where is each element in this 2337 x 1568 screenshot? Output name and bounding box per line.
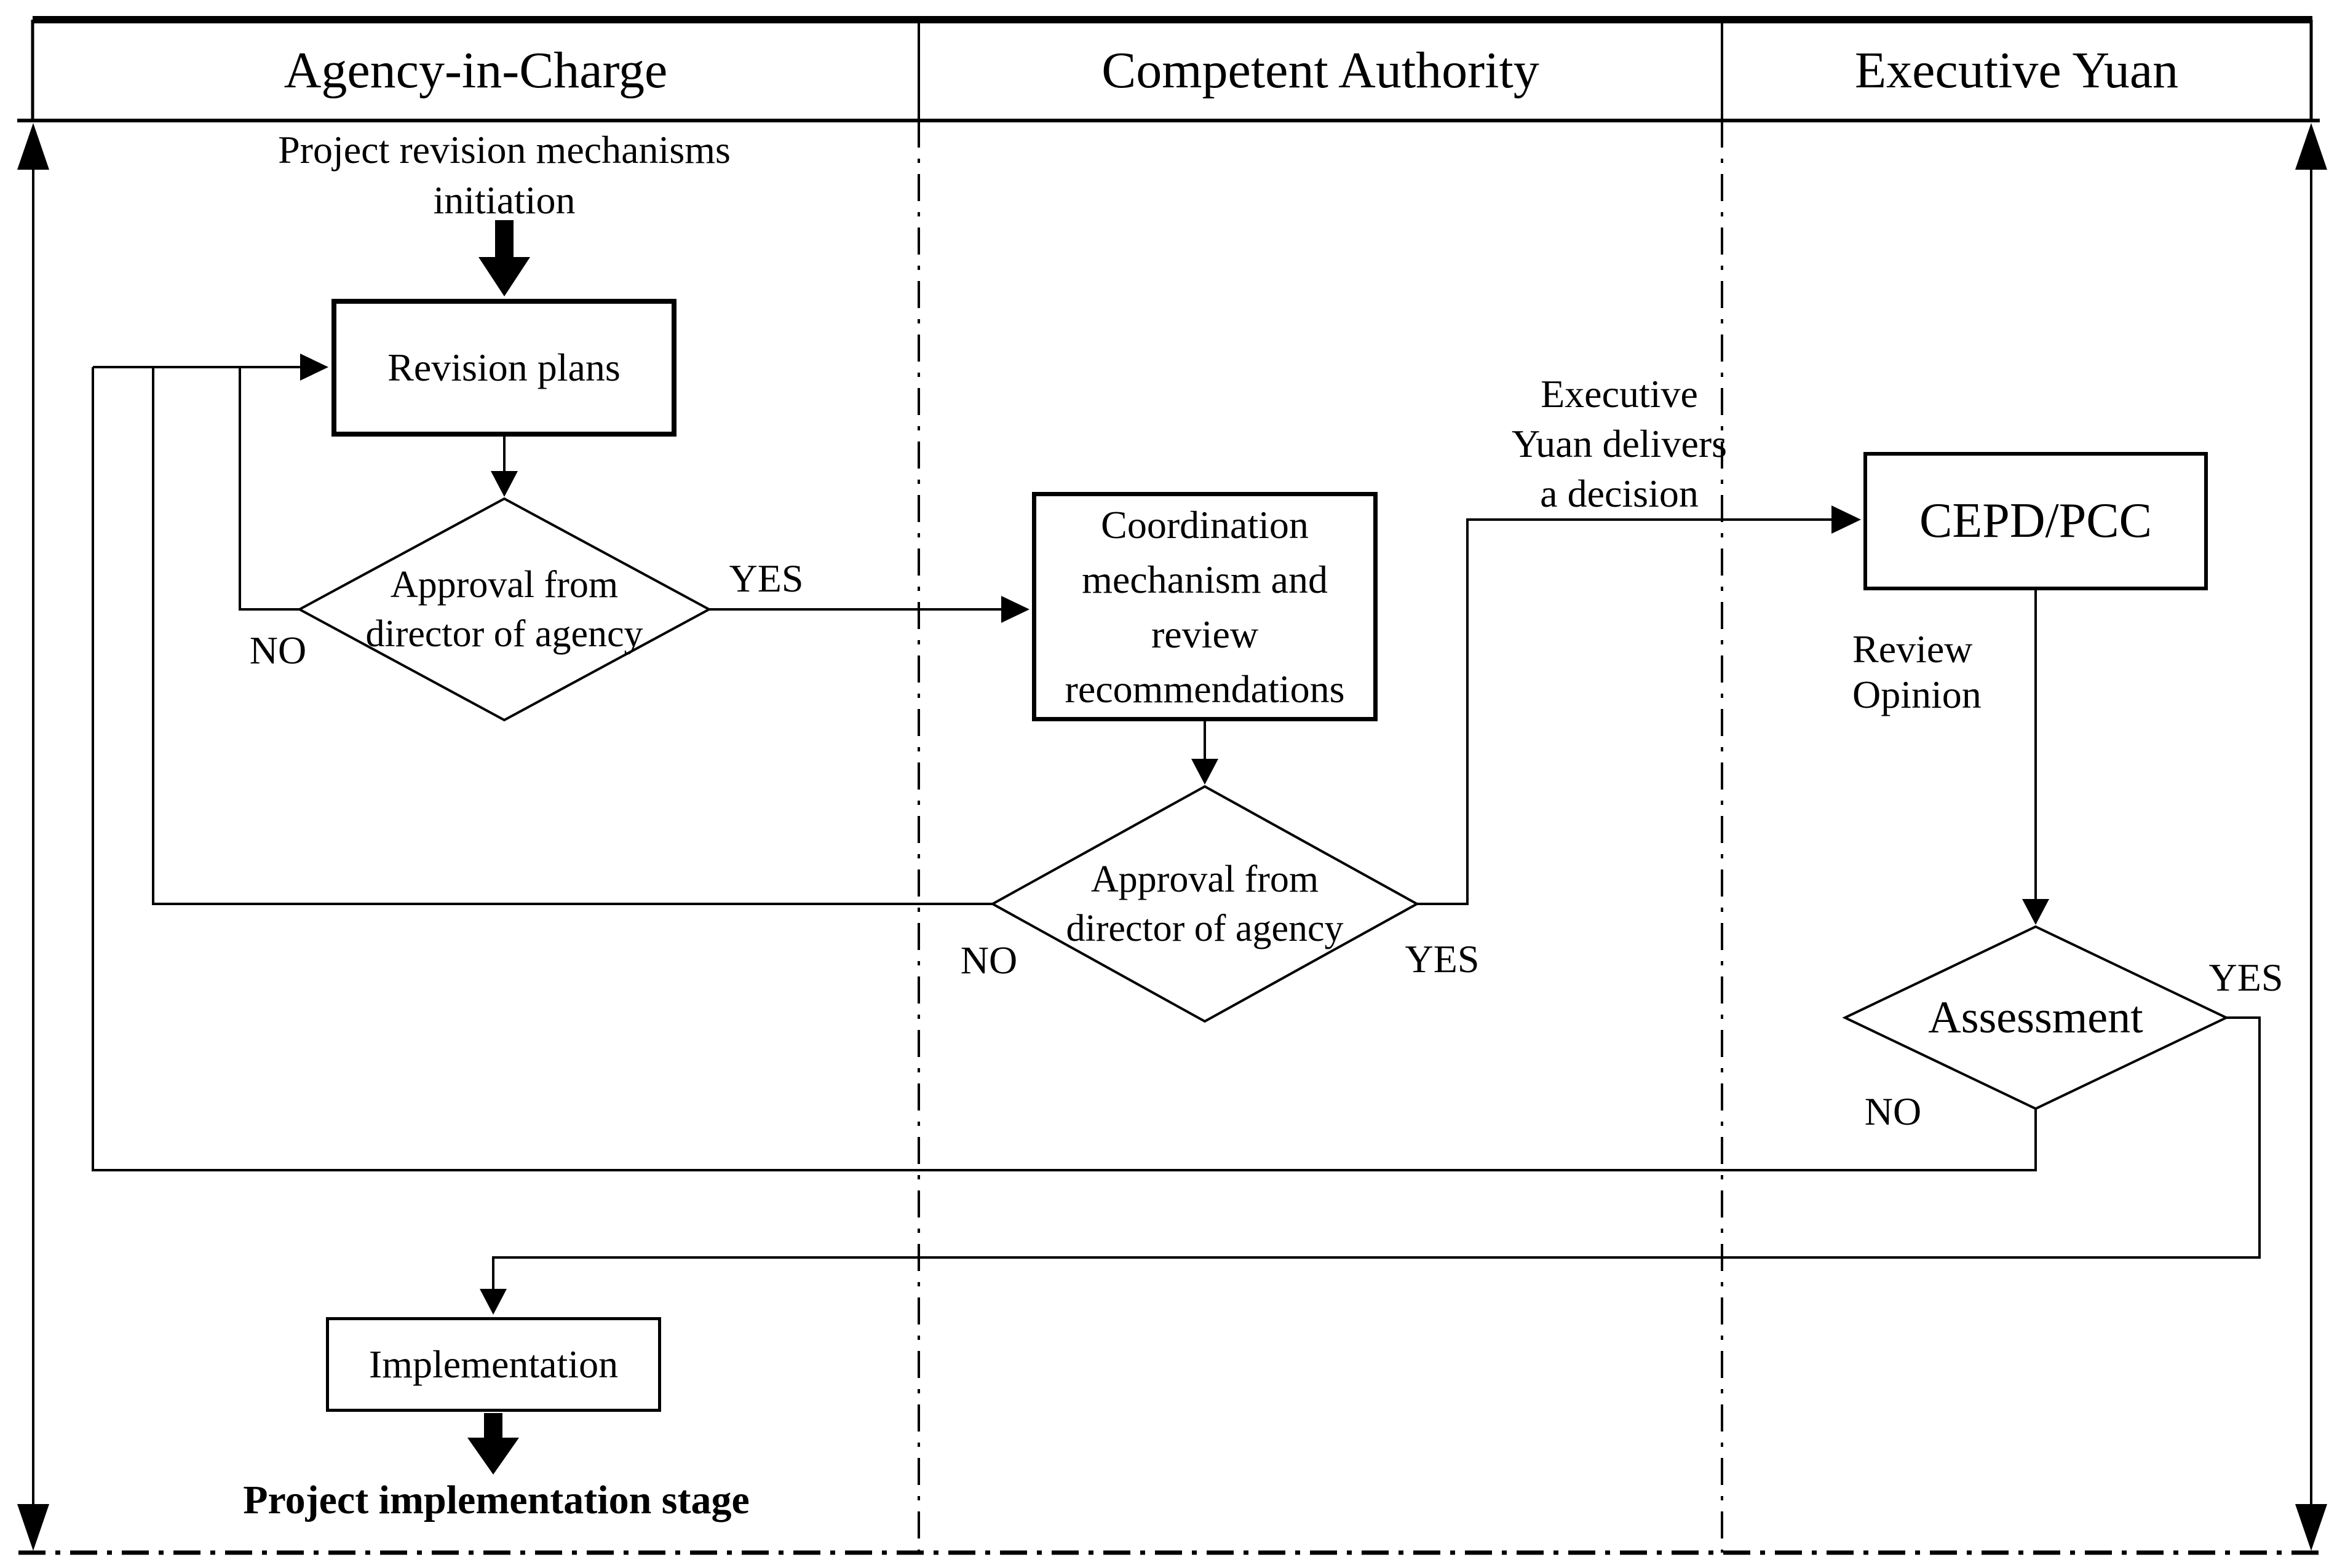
yes-text: YES bbox=[729, 556, 804, 600]
arrowhead-decision2-icon bbox=[1191, 759, 1218, 785]
decision2-line2: director of agency bbox=[1066, 908, 1344, 949]
lane-header-competent-authority: Competent Authority bbox=[919, 20, 1722, 121]
edge-decision1-no bbox=[239, 367, 300, 611]
node-cepd-pcc: CEPD/PCC bbox=[1863, 452, 2208, 590]
arrowhead-implementation-icon bbox=[480, 1289, 507, 1315]
arrowhead-assessment-icon bbox=[2022, 899, 2049, 925]
left-border-up-arrow-icon bbox=[17, 123, 49, 170]
node-coordination: Coordination mechanism and review recomm… bbox=[1032, 492, 1378, 721]
end-label: Project implementation stage bbox=[220, 1476, 773, 1525]
start-thick-arrow-body bbox=[495, 220, 514, 258]
edge-decision2-yes bbox=[1417, 518, 1833, 905]
edge-assessment-no bbox=[92, 367, 2037, 1171]
edge-assessment-yes bbox=[492, 1016, 2261, 1309]
left-border-down-arrow-icon bbox=[17, 1504, 49, 1551]
start-label-line1: Project revision mechanisms bbox=[278, 128, 731, 172]
lane-header-agency-in-charge: Agency-in-Charge bbox=[33, 20, 919, 121]
decision1-label: Approval from director of agency bbox=[289, 556, 720, 662]
review-opinion-line1: Review bbox=[1852, 627, 1973, 671]
node-label-line3: review bbox=[1151, 612, 1259, 656]
end-thick-arrow-head-icon bbox=[467, 1438, 519, 1475]
decision2-yes-label: YES bbox=[1381, 935, 1504, 984]
node-label-line1: Coordination bbox=[1101, 502, 1309, 547]
decision2-diamond bbox=[990, 785, 1420, 1023]
yes-text: YES bbox=[2208, 956, 2283, 999]
arrowhead-cepd-icon bbox=[1831, 505, 1861, 534]
node-label-line2: mechanism and bbox=[1082, 557, 1328, 601]
decision1-yes-label: YES bbox=[705, 554, 828, 603]
review-opinion-line2: Opinion bbox=[1852, 673, 1982, 716]
node-revision-plans: Revision plans bbox=[331, 299, 676, 437]
executive-decision-note: Executive Yuan delivers a decision bbox=[1466, 369, 1773, 518]
note-line1: Executive bbox=[1541, 372, 1698, 416]
no-text: NO bbox=[960, 938, 1018, 982]
note-line2: Yuan delivers bbox=[1511, 422, 1728, 465]
start-thick-arrow-head-icon bbox=[478, 257, 530, 296]
node-label-line4: recommendations bbox=[1065, 667, 1345, 711]
decision2-no-label: NO bbox=[927, 936, 1050, 985]
decision1-line2: director of agency bbox=[365, 613, 643, 655]
right-border-down-arrow-icon bbox=[2295, 1504, 2327, 1551]
end-thick-arrow-body bbox=[484, 1413, 502, 1439]
arrowhead-decision1-icon bbox=[491, 471, 518, 497]
arrowhead-into-revision-plans-icon bbox=[300, 354, 328, 381]
node-label: Implementation bbox=[368, 1342, 619, 1386]
lane-header-executive-yuan: Executive Yuan bbox=[1722, 20, 2311, 121]
lane-header-label: Agency-in-Charge bbox=[284, 41, 668, 99]
lane-header-label: Competent Authority bbox=[1101, 41, 1539, 99]
decision1-line1: Approval from bbox=[390, 564, 619, 606]
assessment-yes-label: YES bbox=[2184, 953, 2307, 1002]
assessment-no-label: NO bbox=[1831, 1087, 1954, 1136]
assessment-label-text: Assessment bbox=[1928, 992, 2143, 1043]
note-line3: a decision bbox=[1540, 472, 1699, 515]
decision2-line1: Approval from bbox=[1090, 858, 1319, 900]
lane-header-label: Executive Yuan bbox=[1854, 41, 2179, 99]
review-opinion-note: Review Opinion bbox=[1852, 626, 2049, 718]
decision2-label: Approval from director of agency bbox=[990, 851, 1420, 957]
right-border-up-arrow-icon bbox=[2295, 123, 2327, 170]
arrowhead-coordination-icon bbox=[1001, 596, 1030, 623]
start-label-line2: initiation bbox=[433, 178, 576, 222]
decision1-no-label: NO bbox=[216, 626, 339, 675]
end-label-text: Project implementation stage bbox=[243, 1478, 750, 1522]
assessment-label: Assessment bbox=[1851, 987, 2220, 1048]
edge-decision2-no bbox=[152, 367, 993, 905]
node-implementation: Implementation bbox=[326, 1317, 661, 1412]
assessment-diamond bbox=[1842, 925, 2229, 1111]
decision1-diamond bbox=[296, 497, 712, 722]
start-label: Project revision mechanisms initiation bbox=[228, 126, 781, 224]
no-text: NO bbox=[1864, 1090, 1922, 1133]
node-label: CEPD/PCC bbox=[1919, 494, 2152, 548]
yes-text: YES bbox=[1405, 937, 1480, 981]
no-text: NO bbox=[249, 628, 307, 672]
node-label: Revision plans bbox=[387, 346, 621, 389]
